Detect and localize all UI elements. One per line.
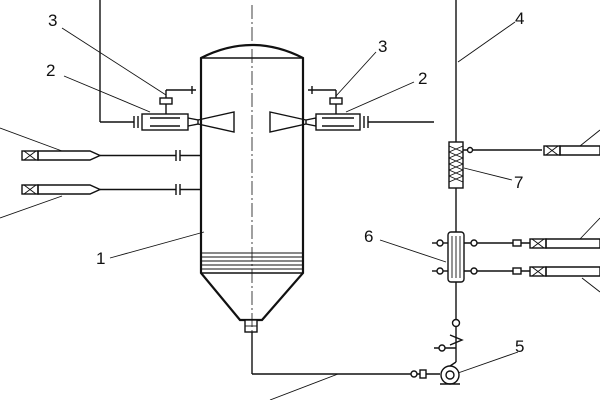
callout-heat-exchanger: 6 xyxy=(364,227,373,246)
leader-filter xyxy=(463,167,513,181)
callout-valve-right: 3 xyxy=(378,37,387,56)
leader-riser xyxy=(457,21,516,63)
callout-valve-left: 3 xyxy=(48,11,57,30)
callout-filter: 7 xyxy=(514,173,523,192)
left-nozzle-assembly xyxy=(99,0,235,133)
leader-heat-exchanger xyxy=(379,239,447,263)
callout-nozzle-right: 2 xyxy=(418,69,427,88)
callout-riser-line: 4 xyxy=(515,9,524,28)
filter xyxy=(448,141,542,232)
leader-valve-right xyxy=(335,51,377,97)
callout-nozzle-left: 2 xyxy=(46,61,55,80)
right-probe-lower xyxy=(529,266,600,277)
right-probe-upper xyxy=(543,145,600,156)
leader-right-upper xyxy=(579,129,600,147)
pump-discharge-valves xyxy=(434,318,464,352)
leader-nozzle-right xyxy=(345,81,415,113)
left-probe-lower xyxy=(21,184,201,195)
callout-pump: 5 xyxy=(515,337,524,356)
leader-pump-line xyxy=(269,373,339,400)
leader-probe-lower xyxy=(0,195,63,219)
leader-probe-upper xyxy=(0,127,63,152)
right-nozzle-assembly xyxy=(269,86,434,133)
left-probe-upper xyxy=(21,150,201,161)
leader-right-lower xyxy=(581,277,600,293)
callout-vessel: 1 xyxy=(96,249,105,268)
leader-pump xyxy=(457,351,519,374)
leader-vessel xyxy=(109,231,205,259)
leader-right-middle xyxy=(579,217,600,240)
leader-nozzle-left xyxy=(63,75,151,113)
leader-valve-left xyxy=(61,27,167,96)
right-probe-middle xyxy=(529,238,600,249)
pump xyxy=(251,332,460,385)
